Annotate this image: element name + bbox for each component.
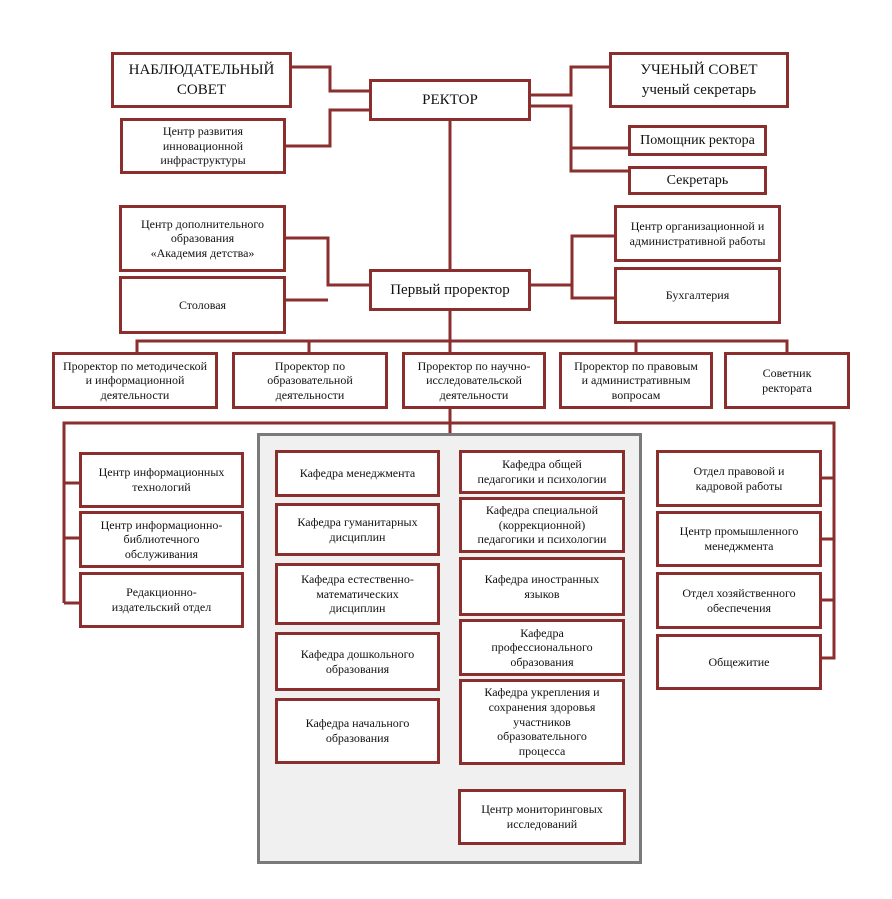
supervisory-board-box: НАБЛЮДАТЕЛЬНЫЙ СОВЕТ xyxy=(111,52,292,108)
dept-general-pedagogy-box: Кафедра общей педагогики и психологии xyxy=(459,450,625,494)
dept-management-box: Кафедра менеджмента xyxy=(275,450,440,497)
prorector-education-box: Проректор по образовательной деятельност… xyxy=(232,352,388,409)
innovation-center-box: Центр развития инновационной инфраструкт… xyxy=(120,118,286,174)
link-innovation xyxy=(286,108,369,148)
link-council xyxy=(531,65,609,97)
it-center-box: Центр информационных технологий xyxy=(79,452,244,508)
dormitory-label: Общежитие xyxy=(708,654,770,669)
additional-education-box: Центр дополнительного образования «Акаде… xyxy=(119,205,286,272)
supervisory-board-label: НАБЛЮДАТЕЛЬНЫЙ СОВЕТ xyxy=(128,61,275,98)
dept-health-label: Кафедра укрепления и сохранения здоровья… xyxy=(484,685,600,758)
dept-primary-box: Кафедра начального образования xyxy=(275,698,440,764)
dept-natural-sciences-label: Кафедра естественно- математических дисц… xyxy=(301,572,414,616)
dept-professional-education-box: Кафедра профессионального образования xyxy=(459,619,625,676)
rector-label: РЕКТОР xyxy=(422,91,478,108)
additional-education-label: Центр дополнительного образования «Акаде… xyxy=(140,216,265,260)
accounting-box: Бухгалтерия xyxy=(614,267,781,324)
dept-humanities-label: Кафедра гуманитарных дисциплин xyxy=(297,514,418,544)
monitoring-center-label: Центр мониторинговых исследований xyxy=(481,802,603,831)
secretary-label: Секретарь xyxy=(666,172,729,188)
rectorate-advisor-label: Советник ректората xyxy=(762,365,812,395)
publishing-dept-box: Редакционно- издательский отдел xyxy=(79,572,244,628)
dept-primary-label: Кафедра начального образования xyxy=(305,716,410,745)
canteen-box: Столовая xyxy=(119,276,286,334)
innovation-center-label: Центр развития инновационной инфраструкт… xyxy=(160,124,246,168)
dept-health-box: Кафедра укрепления и сохранения здоровья… xyxy=(459,679,625,765)
org-admin-center-box: Центр организационной и административной… xyxy=(614,205,781,262)
rector-assistant-box: Помощник ректора xyxy=(628,125,767,156)
link-assistant xyxy=(531,104,628,150)
legal-hr-dept-box: Отдел правовой и кадровой работы xyxy=(656,450,822,507)
dept-foreign-languages-box: Кафедра иностранных языков xyxy=(459,557,625,616)
publishing-dept-label: Редакционно- издательский отдел xyxy=(111,585,212,614)
prorector-legal-box: Проректор по правовым и административным… xyxy=(559,352,713,409)
org-admin-center-label: Центр организационной и административной… xyxy=(629,218,766,248)
industrial-management-center-label: Центр промышленного менеджмента xyxy=(679,524,799,553)
prorector-research-label: Проректор по научно- исследовательской д… xyxy=(417,358,531,402)
dept-foreign-languages-label: Кафедра иностранных языков xyxy=(484,571,600,601)
dept-natural-sciences-box: Кафедра естественно- математических дисц… xyxy=(275,563,440,625)
prorector-bus xyxy=(135,339,789,352)
monitoring-center-box: Центр мониторинговых исследований xyxy=(458,789,626,845)
link-secretary xyxy=(569,148,628,173)
legal-hr-dept-label: Отдел правовой и кадровой работы xyxy=(693,463,785,493)
secretary-box: Секретарь xyxy=(628,166,767,195)
prorector-research-box: Проректор по научно- исследовательской д… xyxy=(402,352,546,409)
maintenance-dept-box: Отдел хозяйственного обеспечения xyxy=(656,572,822,629)
dept-special-pedagogy-label: Кафедра специальной (коррекционной) педа… xyxy=(477,503,607,547)
dormitory-box: Общежитие xyxy=(656,634,822,690)
link-supervisory xyxy=(292,65,369,93)
academic-council-box: УЧЕНЫЙ СОВЕТ ученый секретарь xyxy=(609,52,789,108)
dept-humanities-box: Кафедра гуманитарных дисциплин xyxy=(275,503,440,556)
link-org-admin xyxy=(531,234,614,287)
maintenance-dept-label: Отдел хозяйственного обеспечения xyxy=(682,585,796,615)
prorector-methodical-box: Проректор по методической и информационн… xyxy=(52,352,218,409)
rector-assistant-label: Помощник ректора xyxy=(640,132,755,148)
prorector-legal-label: Проректор по правовым и административным… xyxy=(574,358,698,402)
it-center-label: Центр информационных технологий xyxy=(98,465,225,494)
library-center-box: Центр информационно- библиотечного обслу… xyxy=(79,511,244,568)
prorector-methodical-label: Проректор по методической и информационн… xyxy=(63,358,207,402)
dept-general-pedagogy-label: Кафедра общей педагогики и психологии xyxy=(477,457,607,486)
dept-special-pedagogy-box: Кафедра специальной (коррекционной) педа… xyxy=(459,497,625,553)
industrial-management-center-box: Центр промышленного менеджмента xyxy=(656,511,822,567)
academic-council-label: УЧЕНЫЙ СОВЕТ ученый секретарь xyxy=(640,61,758,98)
dept-professional-education-label: Кафедра профессионального образования xyxy=(491,625,593,669)
first-prorector-box: Первый проректор xyxy=(369,269,531,311)
dept-management-label: Кафедра менеджмента xyxy=(299,466,416,481)
accounting-label: Бухгалтерия xyxy=(665,288,730,303)
canteen-label: Столовая xyxy=(178,297,227,312)
library-center-label: Центр информационно- библиотечного обслу… xyxy=(100,517,223,561)
prorector-education-label: Проректор по образовательной деятельност… xyxy=(267,358,353,402)
rectorate-advisor-box: Советник ректората xyxy=(724,352,850,409)
dept-preschool-label: Кафедра дошкольного образования xyxy=(300,646,415,676)
link-accounting xyxy=(570,285,614,300)
first-prorector-label: Первый проректор xyxy=(390,281,510,298)
rector-box: РЕКТОР xyxy=(369,79,531,121)
link-additional-edu xyxy=(286,236,369,287)
dept-preschool-box: Кафедра дошкольного образования xyxy=(275,632,440,691)
